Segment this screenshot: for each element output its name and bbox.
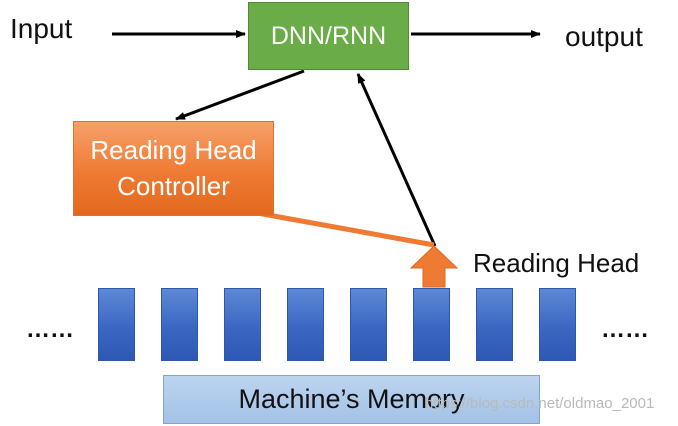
ellipsis-right: …… [601,316,649,343]
output-label: output [565,21,643,52]
controller-label-line1: Reading Head [90,134,257,165]
memory-cell [98,288,135,361]
memory-label: Machine’s Memory [238,384,465,414]
memory-cell [413,288,450,361]
reading-head-label: Reading Head [473,248,640,278]
memory-cell [287,288,324,361]
controller-label: Reading Head Controller [90,133,256,205]
ellipsis-left: …… [26,316,74,343]
input-label: Input [10,13,73,44]
controller-box: Reading Head Controller [73,121,274,216]
memory-cell [224,288,261,361]
watermark: https://blog.csdn.net/oldmao_2001 [425,395,655,412]
network-label: DNN/RNN [270,21,387,50]
reading-head-arrow [409,245,459,288]
memory-cell [161,288,198,361]
memory-box: Machine’s Memory [163,375,540,424]
memory-cell [350,288,387,361]
controller-label-line2: Controller [117,170,230,201]
network-box: DNN/RNN [248,2,409,70]
network-to-controller-arrow [175,69,305,121]
memory-cell [476,288,513,361]
read-value-arrow [356,73,437,247]
memory-cell [539,288,576,361]
